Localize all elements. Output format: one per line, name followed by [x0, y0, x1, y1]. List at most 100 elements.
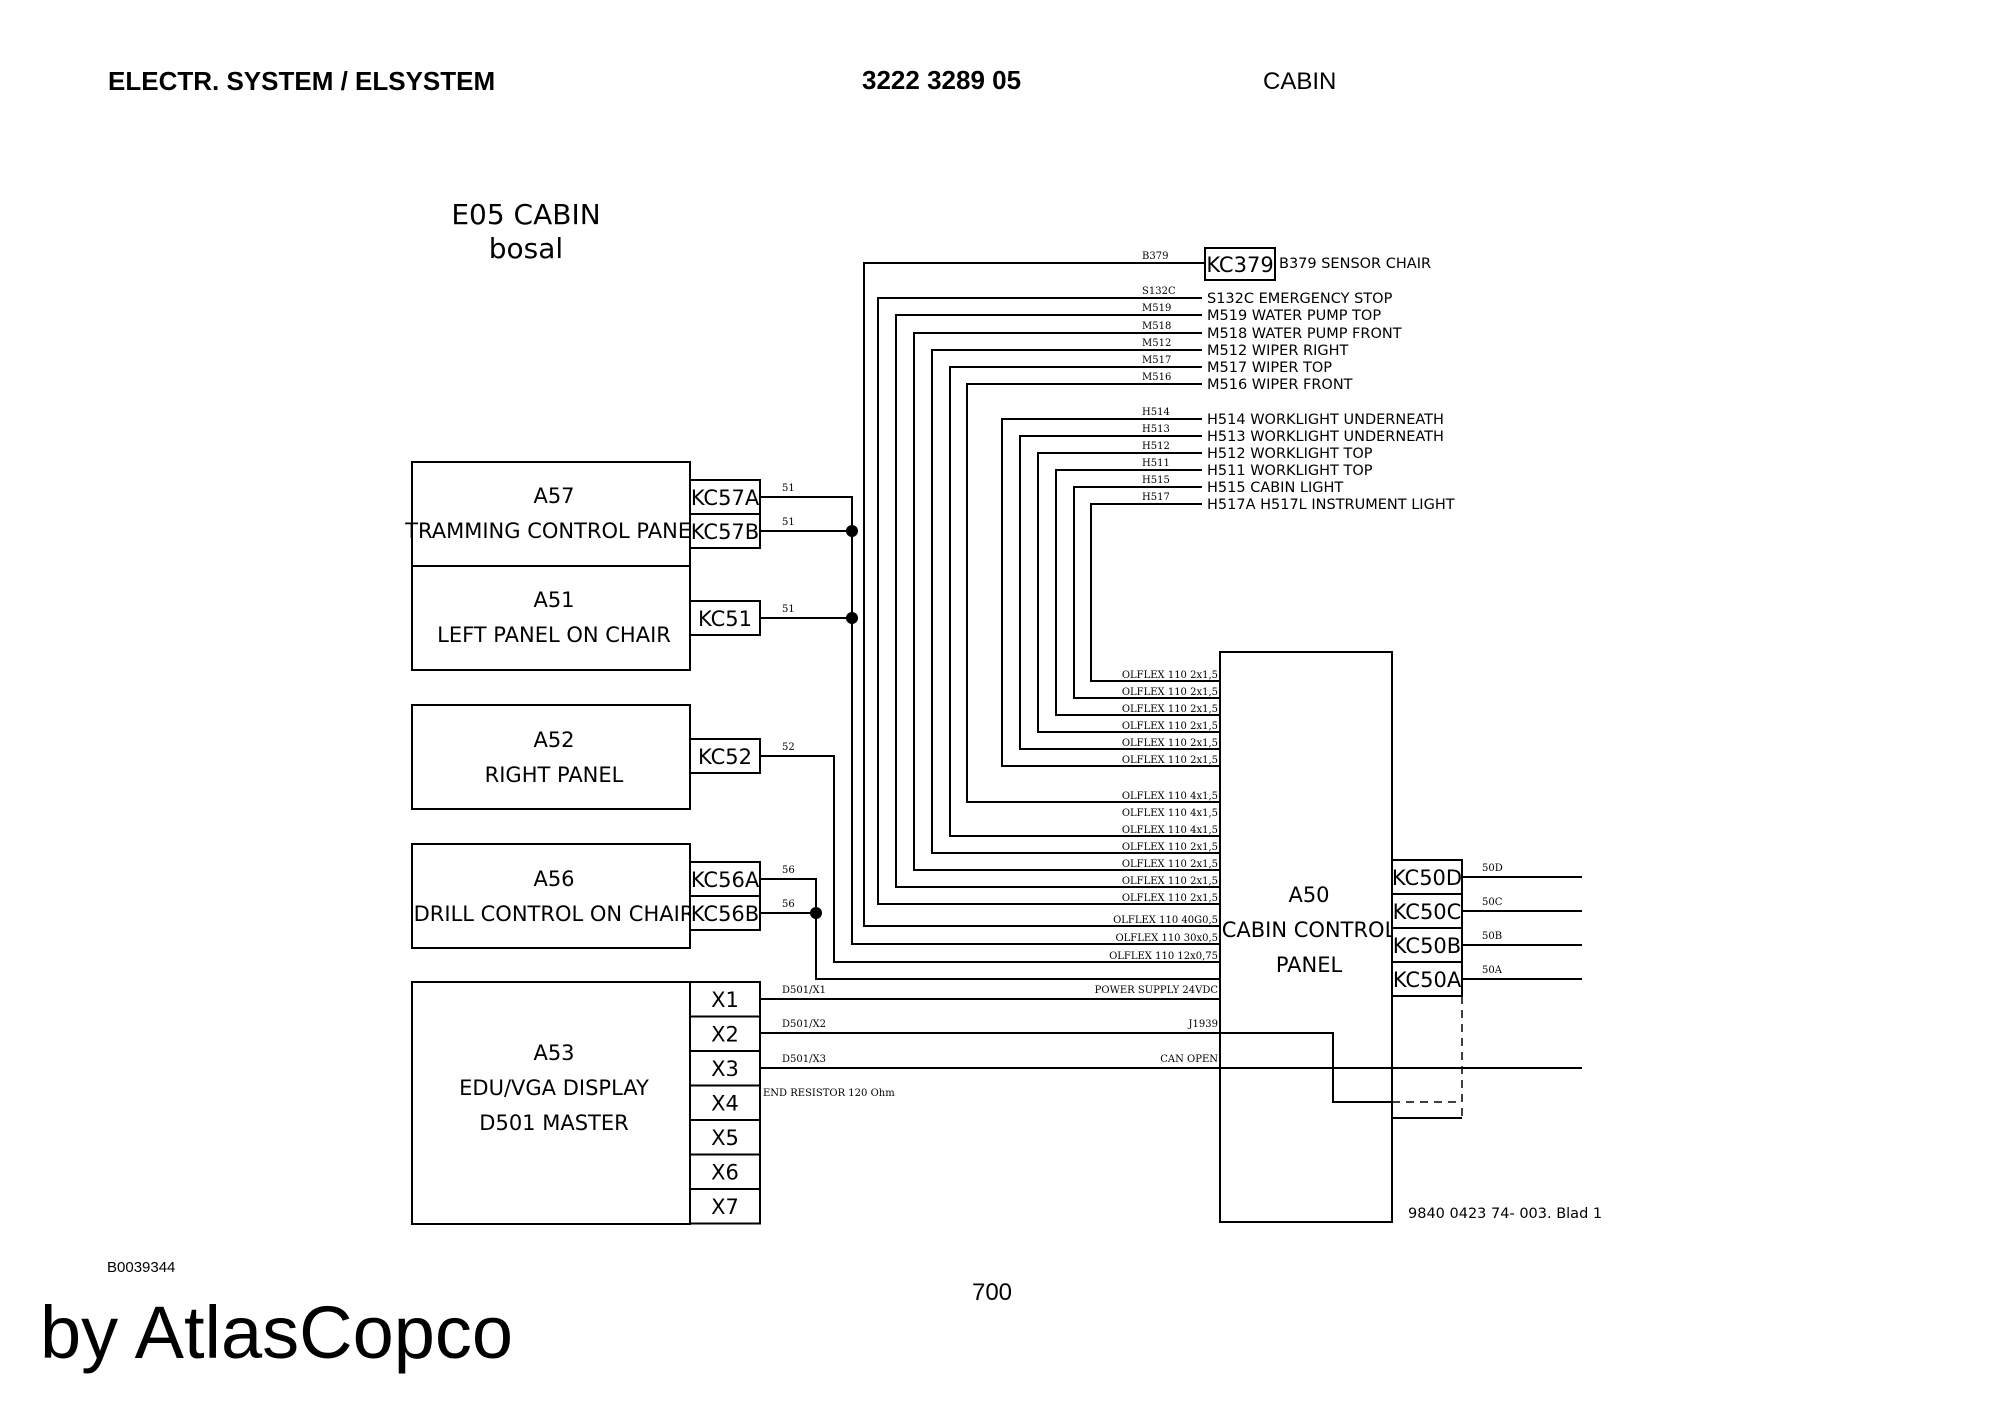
wire-m512: [931, 349, 1220, 854]
a56-id: A56: [533, 867, 574, 891]
wire-m519: [895, 314, 1220, 888]
header-chapter: CABIN: [1263, 68, 1336, 95]
wire-h512: [1037, 452, 1220, 733]
a52-id: A52: [533, 728, 574, 752]
wire-kc52: [760, 755, 1220, 963]
a50-id: A50: [1288, 883, 1329, 907]
device-code-h517: H517: [1142, 492, 1170, 503]
wire-number-kc57a: 51: [782, 483, 795, 494]
wire-kc56b: [760, 912, 1220, 980]
device-code-h514: H514: [1142, 407, 1170, 418]
connector-box-x4: [689, 1084, 761, 1121]
device-code-b379: B379: [1142, 251, 1168, 262]
connector-label-x6: X6: [711, 1161, 739, 1185]
connector-box-x2: [689, 1015, 761, 1052]
wire-number-kc52: 52: [782, 742, 795, 753]
a50-box: [1219, 651, 1393, 1223]
kc379-label: KC379: [1206, 253, 1273, 277]
brand-watermark: by AtlasCopco: [40, 1291, 513, 1374]
device-code-h513: H513: [1142, 424, 1170, 435]
wire-51-bus: [851, 531, 1220, 945]
kc51-label: KC51: [698, 607, 752, 631]
connector-label-x5: X5: [711, 1126, 739, 1150]
device-label-h511: H511 WORKLIGHT TOP: [1207, 463, 1373, 479]
wire-kc56a: [760, 878, 817, 913]
kc50a-box: [1391, 961, 1463, 997]
cable-label: OLFLEX 110 2x1,5: [1122, 721, 1218, 732]
kc50d-label: KC50D: [1392, 866, 1462, 890]
device-code-m516: M516: [1142, 372, 1171, 383]
device-code-h511: H511: [1142, 458, 1170, 469]
page-number: 700: [972, 1279, 1012, 1306]
canopen-label: CAN OPEN: [1160, 1054, 1218, 1065]
a52-name: RIGHT PANEL: [485, 763, 624, 787]
cable-label: OLFLEX 110 2x1,5: [1122, 755, 1218, 766]
kc57b-label: KC57B: [691, 520, 759, 544]
a50-name-line1: CABIN CONTROL: [1222, 918, 1397, 942]
connector-box-x5: [689, 1119, 761, 1156]
device-label-h513: H513 WORKLIGHT UNDERNEATH: [1207, 429, 1444, 445]
junction-kc57b: [846, 525, 858, 537]
wire-number-kc56a: 56: [782, 865, 795, 876]
device-code-h515: H515: [1142, 475, 1170, 486]
device-code-s132c: S132C: [1142, 286, 1176, 297]
wire-h517: [1090, 503, 1220, 682]
device-label-m519: M519 WATER PUMP TOP: [1207, 308, 1381, 324]
connector-label-x2: X2: [711, 1023, 739, 1047]
wire-number-kc56b: 56: [782, 899, 795, 910]
cable-label: OLFLEX 110 2x1,5: [1122, 704, 1218, 715]
wire-number-kc50d: 50D: [1482, 863, 1503, 874]
a57-id: A57: [533, 484, 574, 508]
wire-kc57a: [760, 496, 853, 531]
kc56a-label: KC56A: [691, 868, 760, 892]
wire-h511: [1055, 469, 1220, 716]
device-label-m516: M516 WIPER FRONT: [1207, 377, 1353, 393]
cable-label: OLFLEX 110 12x0,75: [1109, 951, 1218, 962]
kc57a-box: [689, 479, 761, 515]
device-label-m518: M518 WATER PUMP FRONT: [1207, 326, 1402, 342]
a51-id: A51: [533, 588, 574, 612]
header-section-title: ELECTR. SYSTEM / ELSYSTEM: [108, 66, 495, 96]
cable-label: OLFLEX 110 4x1,5: [1122, 825, 1218, 836]
device-code-m518: M518: [1142, 321, 1171, 332]
device-label-b379: B379 SENSOR CHAIR: [1279, 256, 1431, 272]
device-label-h514: H514 WORKLIGHT UNDERNEATH: [1207, 412, 1444, 428]
link-x4-end-resistor: END RESISTOR 120 Ohm: [763, 1088, 895, 1099]
drawing-reference: 9840 0423 74- 003. Blad 1: [1408, 1206, 1602, 1222]
cable-label: OLFLEX 110 2x1,5: [1122, 876, 1218, 887]
connector-label-x4: X4: [711, 1092, 739, 1116]
connector-box-x7: [689, 1188, 761, 1225]
link-x2-label: D501/X2: [782, 1019, 826, 1030]
wire-number-kc50c: 50C: [1482, 897, 1503, 908]
a53-name-line2: D501 MASTER: [479, 1111, 628, 1135]
wire-b379: [863, 262, 1220, 927]
a53-name-line1: EDU/VGA DISPLAY: [459, 1076, 649, 1100]
wire-m518: [913, 332, 1220, 871]
a51-name: LEFT PANEL ON CHAIR: [437, 623, 671, 647]
kc52-label: KC52: [698, 745, 752, 769]
device-label-m512: M512 WIPER RIGHT: [1207, 343, 1348, 359]
power-supply-label: POWER SUPPLY 24VDC: [1095, 985, 1219, 996]
connector-label-x7: X7: [711, 1195, 739, 1219]
wire-number-kc50a: 50A: [1482, 965, 1503, 976]
cable-label: OLFLEX 110 40G0,5: [1113, 915, 1218, 926]
device-label-h512: H512 WORKLIGHT TOP: [1207, 446, 1373, 462]
wire-h514: [1001, 418, 1220, 767]
wire-m516: [966, 383, 1220, 803]
footer-code: B0039344: [107, 1259, 175, 1276]
link-x3-label: D501/X3: [782, 1054, 826, 1065]
a56-box: [411, 843, 691, 949]
wire-h513: [1019, 435, 1220, 750]
junction-kc56b: [810, 907, 822, 919]
device-label-m517: M517 WIPER TOP: [1207, 360, 1332, 376]
kc50a-label: KC50A: [1393, 968, 1462, 992]
device-code-m512: M512: [1142, 338, 1171, 349]
cable-label: OLFLEX 110 4x1,5: [1122, 808, 1218, 819]
connector-box-x6: [689, 1153, 761, 1190]
cable-label: OLFLEX 110 30x0,5: [1115, 933, 1218, 944]
device-wiring: B379 B379 SENSOR CHAIR S132C S132C EMERGENC…: [863, 251, 1455, 927]
device-label-s132c: S132C EMERGENCY STOP: [1207, 291, 1393, 307]
